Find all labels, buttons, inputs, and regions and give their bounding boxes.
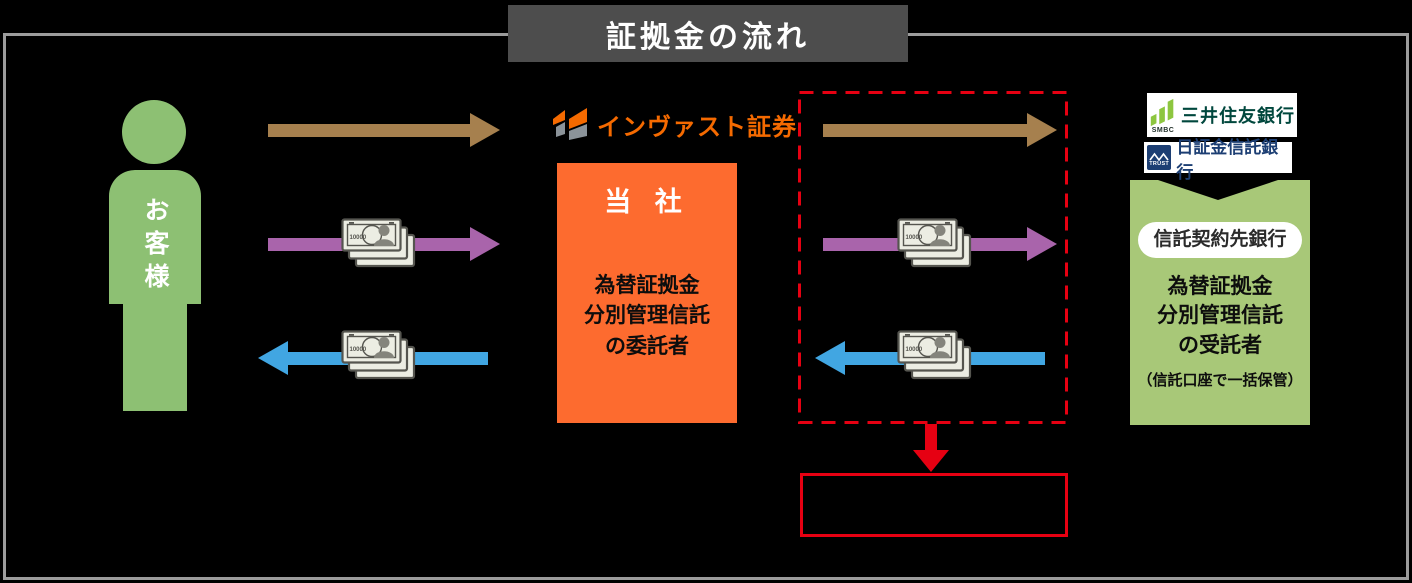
result-box [800, 473, 1068, 537]
money-bills-icon: 10000 [341, 218, 416, 268]
nissho-logo-mark: TRUST [1147, 145, 1172, 170]
smbc-bank-name: 三井住友銀行 [1181, 106, 1295, 126]
company-body-line: の委託者 [605, 334, 689, 358]
smbc-bank-logo: SMBC 三井住友銀行 [1147, 93, 1297, 137]
money-bills-icon: 10000 [897, 218, 972, 268]
invast-logo-text: インヴァスト証券 [597, 113, 797, 141]
banknote-denomination: 10000 [906, 347, 923, 353]
nissho-mark-label: TRUST [1149, 161, 1170, 167]
person-torso-icon: お客様 [109, 170, 201, 304]
nissho-bank-name: 日証金信託銀行 [1176, 137, 1279, 182]
arrow-customer-to-company-top [268, 113, 500, 147]
company-box-title: 当 社 [604, 187, 690, 217]
trust-bank-box: 信託契約先銀行 為替証拠金 分別管理信託 の受託者 （信託口座で一括保管） [1130, 180, 1310, 425]
money-bills-icon: 10000 [341, 330, 416, 380]
trust-box-note: （信託口座で一括保管） [1137, 372, 1303, 390]
arrow-right-head-icon [470, 113, 500, 147]
company-body-line: 分別管理信託 [584, 304, 710, 328]
smbc-logo-mark: SMBC [1149, 97, 1177, 134]
arrow-right-head-icon [1027, 227, 1057, 261]
company-box: 当 社 為替証拠金 分別管理信託 の委託者 [557, 163, 737, 423]
trust-bank-badge: 信託契約先銀行 [1138, 222, 1302, 258]
arrow-left-head-icon [815, 341, 845, 375]
money-bills-icon: 10000 [897, 330, 972, 380]
arrow-right-head-icon [470, 227, 500, 261]
company-box-body: 為替証拠金 分別管理信託 の委託者 [557, 271, 737, 362]
smbc-mark-label: SMBC [1151, 126, 1175, 134]
arrow-tail [925, 424, 937, 450]
trust-body-line: 分別管理信託 [1157, 304, 1283, 328]
banknote-denomination: 10000 [350, 347, 367, 353]
invast-securities-logo: インヴァスト証券 [552, 105, 797, 143]
arrow-company-to-bank-top [823, 113, 1057, 147]
trust-body-line: の受託者 [1178, 333, 1262, 357]
diagram-title-bar: 証拠金の流れ [508, 5, 908, 62]
arrow-down-head-icon [913, 450, 949, 472]
person-legs-icon [123, 304, 187, 411]
arrow-zone-to-result [913, 424, 949, 472]
nissho-trust-bank-logo: TRUST 日証金信託銀行 [1144, 138, 1292, 182]
arrow-tail [268, 123, 470, 137]
company-body-line: 為替証拠金 [594, 274, 700, 297]
banknote-denomination: 10000 [906, 235, 923, 241]
invast-logo-mark-icon [553, 108, 587, 140]
smbc-rising-mark-icon [1150, 98, 1174, 126]
arrow-left-head-icon [258, 341, 288, 375]
banknote-denomination: 10000 [350, 235, 367, 241]
trust-body-line: 為替証拠金 [1167, 275, 1273, 298]
customer-label: お客様 [141, 196, 169, 296]
trust-box-body: 為替証拠金 分別管理信託 の受託者 [1130, 272, 1310, 360]
arrow-right-head-icon [1027, 113, 1057, 147]
arrow-tail [823, 123, 1027, 137]
customer-figure: お客様 [105, 100, 205, 412]
nissho-zigzag-icon [1149, 152, 1169, 161]
diagram-title: 証拠金の流れ [606, 20, 810, 54]
person-head-icon [122, 100, 186, 164]
